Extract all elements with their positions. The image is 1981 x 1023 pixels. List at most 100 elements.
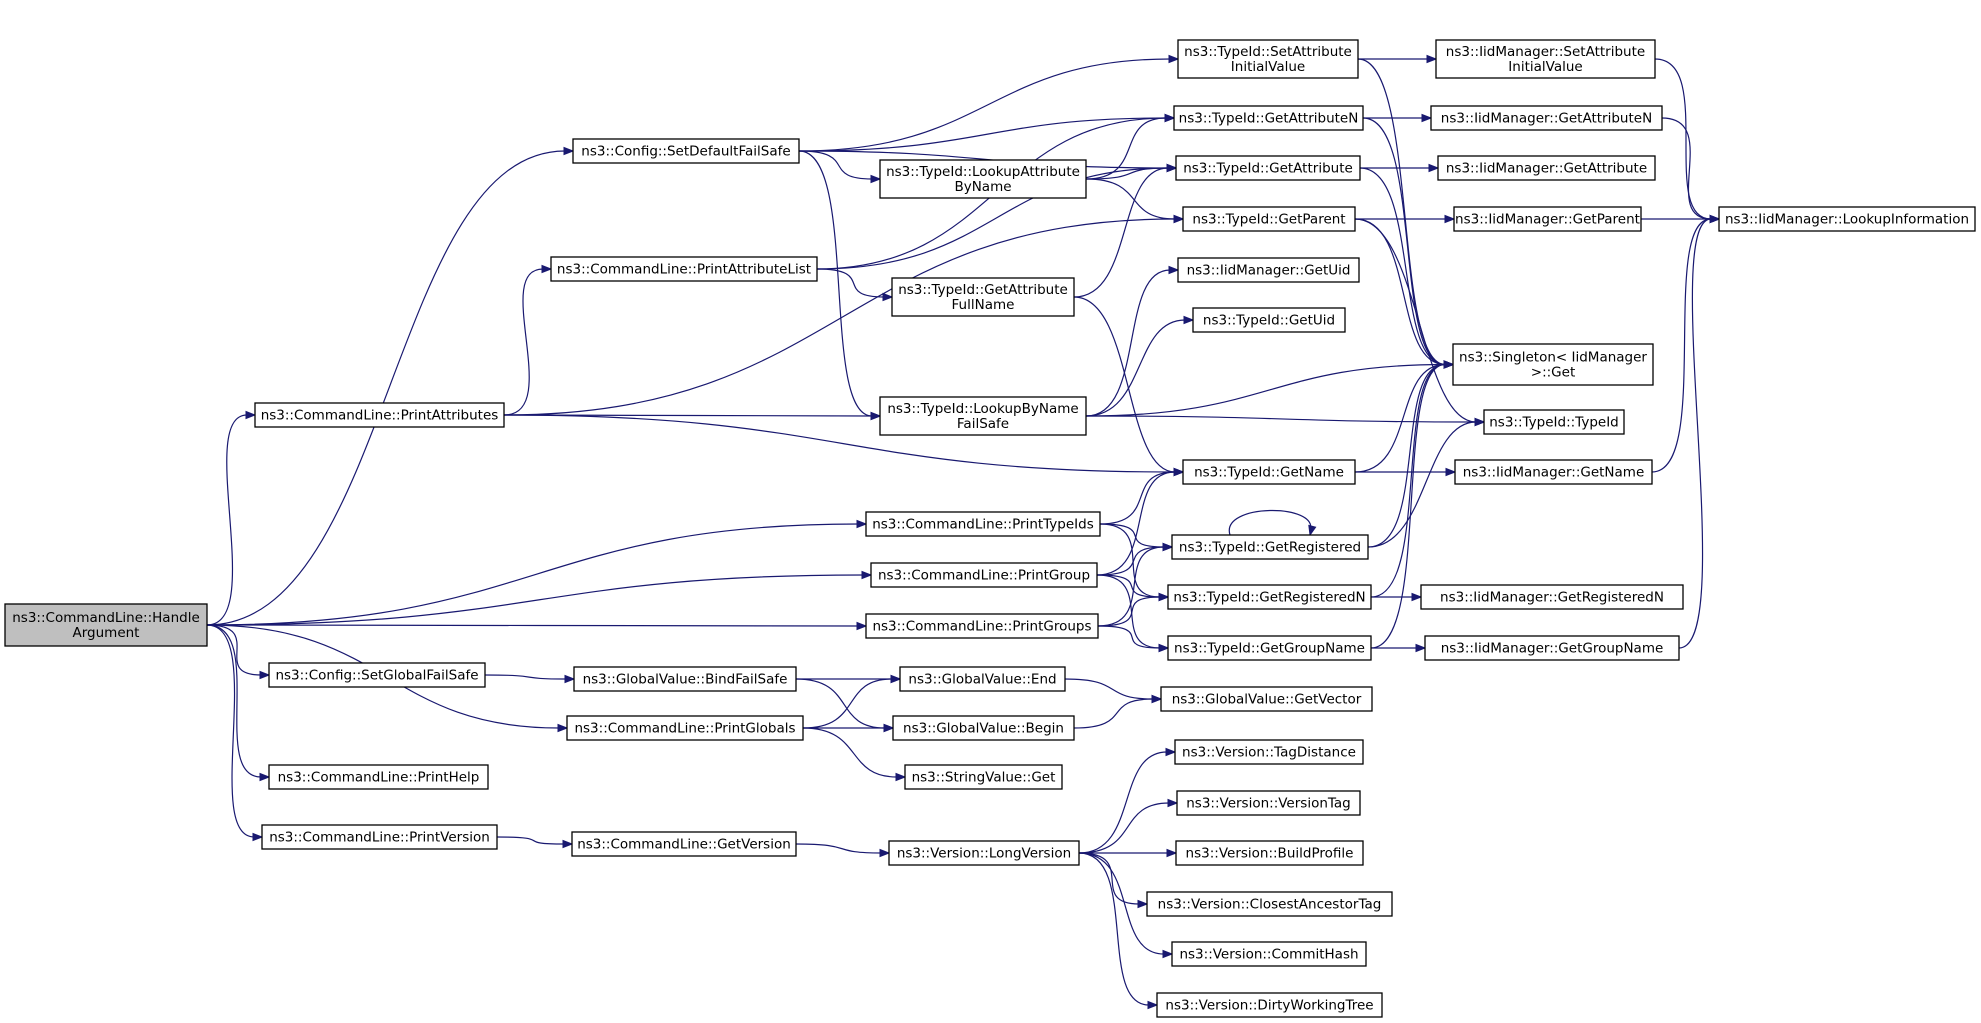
edge-lookup-by-name-fs-to-tid-get-uid	[1085, 315, 1195, 417]
edge-line	[1370, 363, 1446, 598]
node-im-get-attr[interactable]: ns3::IidManager::GetAttribute	[1437, 155, 1656, 181]
edge-line	[1073, 167, 1169, 298]
edge-arrowhead	[1151, 694, 1163, 704]
node-cfg-set-default[interactable]: ns3::Config::SetDefaultFailSafe	[572, 138, 800, 164]
node-print-version[interactable]: ns3::CommandLine::PrintVersion	[261, 824, 498, 850]
edge-line	[503, 218, 1176, 416]
node-im-get-uid[interactable]: ns3::IidManager::GetUid	[1177, 257, 1360, 283]
edge-arrowhead	[861, 570, 873, 580]
edge-arrowhead	[259, 772, 271, 782]
node-gv-get-vector[interactable]: ns3::GlobalValue::GetVector	[1160, 686, 1373, 712]
node-box	[1167, 635, 1372, 661]
node-print-groups[interactable]: ns3::CommandLine::PrintGroups	[865, 613, 1099, 639]
node-im-get-attr-n[interactable]: ns3::IidManager::GetAttributeN	[1430, 105, 1663, 131]
edge-print-globals-to-sv-get	[802, 727, 907, 782]
edge-lookup-attr-by-name-to-tid-get-parent	[1085, 178, 1185, 224]
edge-line	[795, 678, 886, 729]
node-im-get-group-name[interactable]: ns3::IidManager::GetGroupName	[1424, 635, 1680, 661]
node-tid-get-attr[interactable]: ns3::TypeId::GetAttribute	[1175, 155, 1361, 181]
edge-print-globals-to-gv-begin	[803, 723, 895, 733]
node-print-globals[interactable]: ns3::CommandLine::PrintGlobals	[566, 715, 804, 741]
node-ver-closest-tag[interactable]: ns3::Version::ClosestAncestorTag	[1146, 891, 1393, 917]
node-tid-get-name[interactable]: ns3::TypeId::GetName	[1182, 459, 1356, 485]
node-im-set-attr-init[interactable]: ns3::IidManager::SetAttributeInitialValu…	[1435, 39, 1656, 79]
edge-line	[1097, 625, 1161, 649]
edge-tid-set-attr-init-to-singleton-get	[1357, 58, 1455, 369]
node-tid-get-uid[interactable]: ns3::TypeId::GetUid	[1192, 307, 1346, 333]
node-tid-type-id[interactable]: ns3::TypeId::TypeId	[1483, 409, 1625, 435]
node-ver-commit-hash[interactable]: ns3::Version::CommitHash	[1171, 941, 1367, 967]
node-label: ns3::CommandLine::PrintGroup	[878, 568, 1090, 584]
node-tid-get-registered[interactable]: ns3::TypeId::GetRegistered	[1171, 534, 1369, 560]
edge-arrowhead	[1167, 798, 1179, 808]
node-label: FailSafe	[957, 416, 1009, 432]
node-print-group[interactable]: ns3::CommandLine::PrintGroup	[870, 562, 1098, 588]
node-singleton-get[interactable]: ns3::Singleton< IidManager >::Get	[1452, 343, 1654, 386]
edge-line	[1097, 596, 1161, 627]
node-ver-build-profile[interactable]: ns3::Version::BuildProfile	[1175, 840, 1364, 866]
edge-line	[206, 624, 859, 627]
node-ver-version-tag[interactable]: ns3::Version::VersionTag	[1176, 790, 1361, 816]
node-im-lookup-info[interactable]: ns3::IidManager::LookupInformation	[1718, 206, 1976, 232]
edge-line	[1359, 167, 1446, 366]
edge-tid-get-group-name-to-im-get-group-name	[1371, 643, 1427, 653]
edge-tid-get-registered-n-to-im-get-registered-n	[1370, 592, 1423, 602]
edge-line	[1367, 421, 1477, 548]
node-box	[268, 764, 489, 790]
node-im-get-name[interactable]: ns3::IidManager::GetName	[1454, 459, 1653, 485]
node-gv-bind-fs[interactable]: ns3::GlobalValue::BindFailSafe	[573, 666, 797, 692]
edge-arrowhead	[1709, 214, 1721, 224]
edge-line	[1073, 698, 1154, 729]
node-cl-get-version[interactable]: ns3::CommandLine::GetVersion	[571, 831, 797, 857]
node-gv-end[interactable]: ns3::GlobalValue::End	[899, 666, 1066, 692]
node-print-attributes[interactable]: ns3::CommandLine::PrintAttributes	[254, 402, 505, 428]
node-ver-dirty[interactable]: ns3::Version::DirtyWorkingTree	[1156, 992, 1383, 1018]
node-label: ns3::Singleton< IidManager	[1459, 350, 1647, 366]
node-print-attr-list[interactable]: ns3::CommandLine::PrintAttributeList	[550, 256, 818, 282]
node-print-type-ids[interactable]: ns3::CommandLine::PrintTypeIds	[865, 511, 1101, 537]
edge-line	[1078, 852, 1140, 905]
node-im-get-registered-n[interactable]: ns3::IidManager::GetRegisteredN	[1420, 584, 1684, 610]
node-ver-tag-dist[interactable]: ns3::Version::TagDistance	[1174, 739, 1364, 765]
node-tid-get-group-name[interactable]: ns3::TypeId::GetGroupName	[1167, 635, 1372, 661]
node-box	[1435, 39, 1656, 79]
edge-tid-get-registered-n-to-singleton-get	[1370, 360, 1455, 598]
node-sv-get[interactable]: ns3::StringValue::Get	[904, 764, 1063, 790]
node-box	[1173, 105, 1364, 131]
node-box	[1453, 206, 1642, 232]
node-box	[1454, 459, 1653, 485]
node-label: ns3::GlobalValue::Begin	[903, 721, 1064, 737]
node-print-help[interactable]: ns3::CommandLine::PrintHelp	[268, 764, 489, 790]
edge-arrowhead	[1147, 1000, 1159, 1010]
edge-handle-to-cfg-set-default	[206, 146, 575, 626]
node-ver-long[interactable]: ns3::Version::LongVersion	[888, 840, 1080, 866]
node-cfg-set-global[interactable]: ns3::Config::SetGlobalFailSafe	[268, 662, 486, 688]
node-label: ns3::StringValue::Get	[912, 770, 1056, 786]
node-tid-get-registered-n[interactable]: ns3::TypeId::GetRegisteredN	[1167, 584, 1372, 610]
edge-line	[1099, 471, 1176, 525]
node-im-get-parent[interactable]: ns3::IidManager::GetParent	[1453, 206, 1642, 232]
node-gv-begin[interactable]: ns3::GlobalValue::Begin	[892, 715, 1075, 741]
node-label: ns3::TypeId::GetRegisteredN	[1173, 590, 1365, 606]
node-box	[865, 511, 1101, 537]
edge-arrowhead	[259, 670, 271, 680]
node-tid-get-parent[interactable]: ns3::TypeId::GetParent	[1182, 206, 1356, 232]
edge-arrowhead	[1445, 467, 1457, 477]
edge-im-get-attr-n-to-im-lookup-info	[1661, 117, 1721, 224]
node-box	[904, 764, 1063, 790]
node-label: ns3::GlobalValue::BindFailSafe	[583, 672, 788, 688]
node-tid-get-attr-n[interactable]: ns3::TypeId::GetAttributeN	[1173, 105, 1364, 131]
edge-arrowhead	[890, 674, 902, 684]
node-label: ns3::IidManager::GetAttributeN	[1441, 111, 1652, 127]
edge-line	[206, 414, 248, 626]
edge-line	[1078, 852, 1165, 955]
edge-cfg-set-default-to-tid-get-attr-n	[798, 113, 1176, 152]
node-box	[1718, 206, 1976, 232]
edge-line	[1661, 117, 1712, 220]
node-label: ns3::CommandLine::GetVersion	[577, 837, 791, 853]
